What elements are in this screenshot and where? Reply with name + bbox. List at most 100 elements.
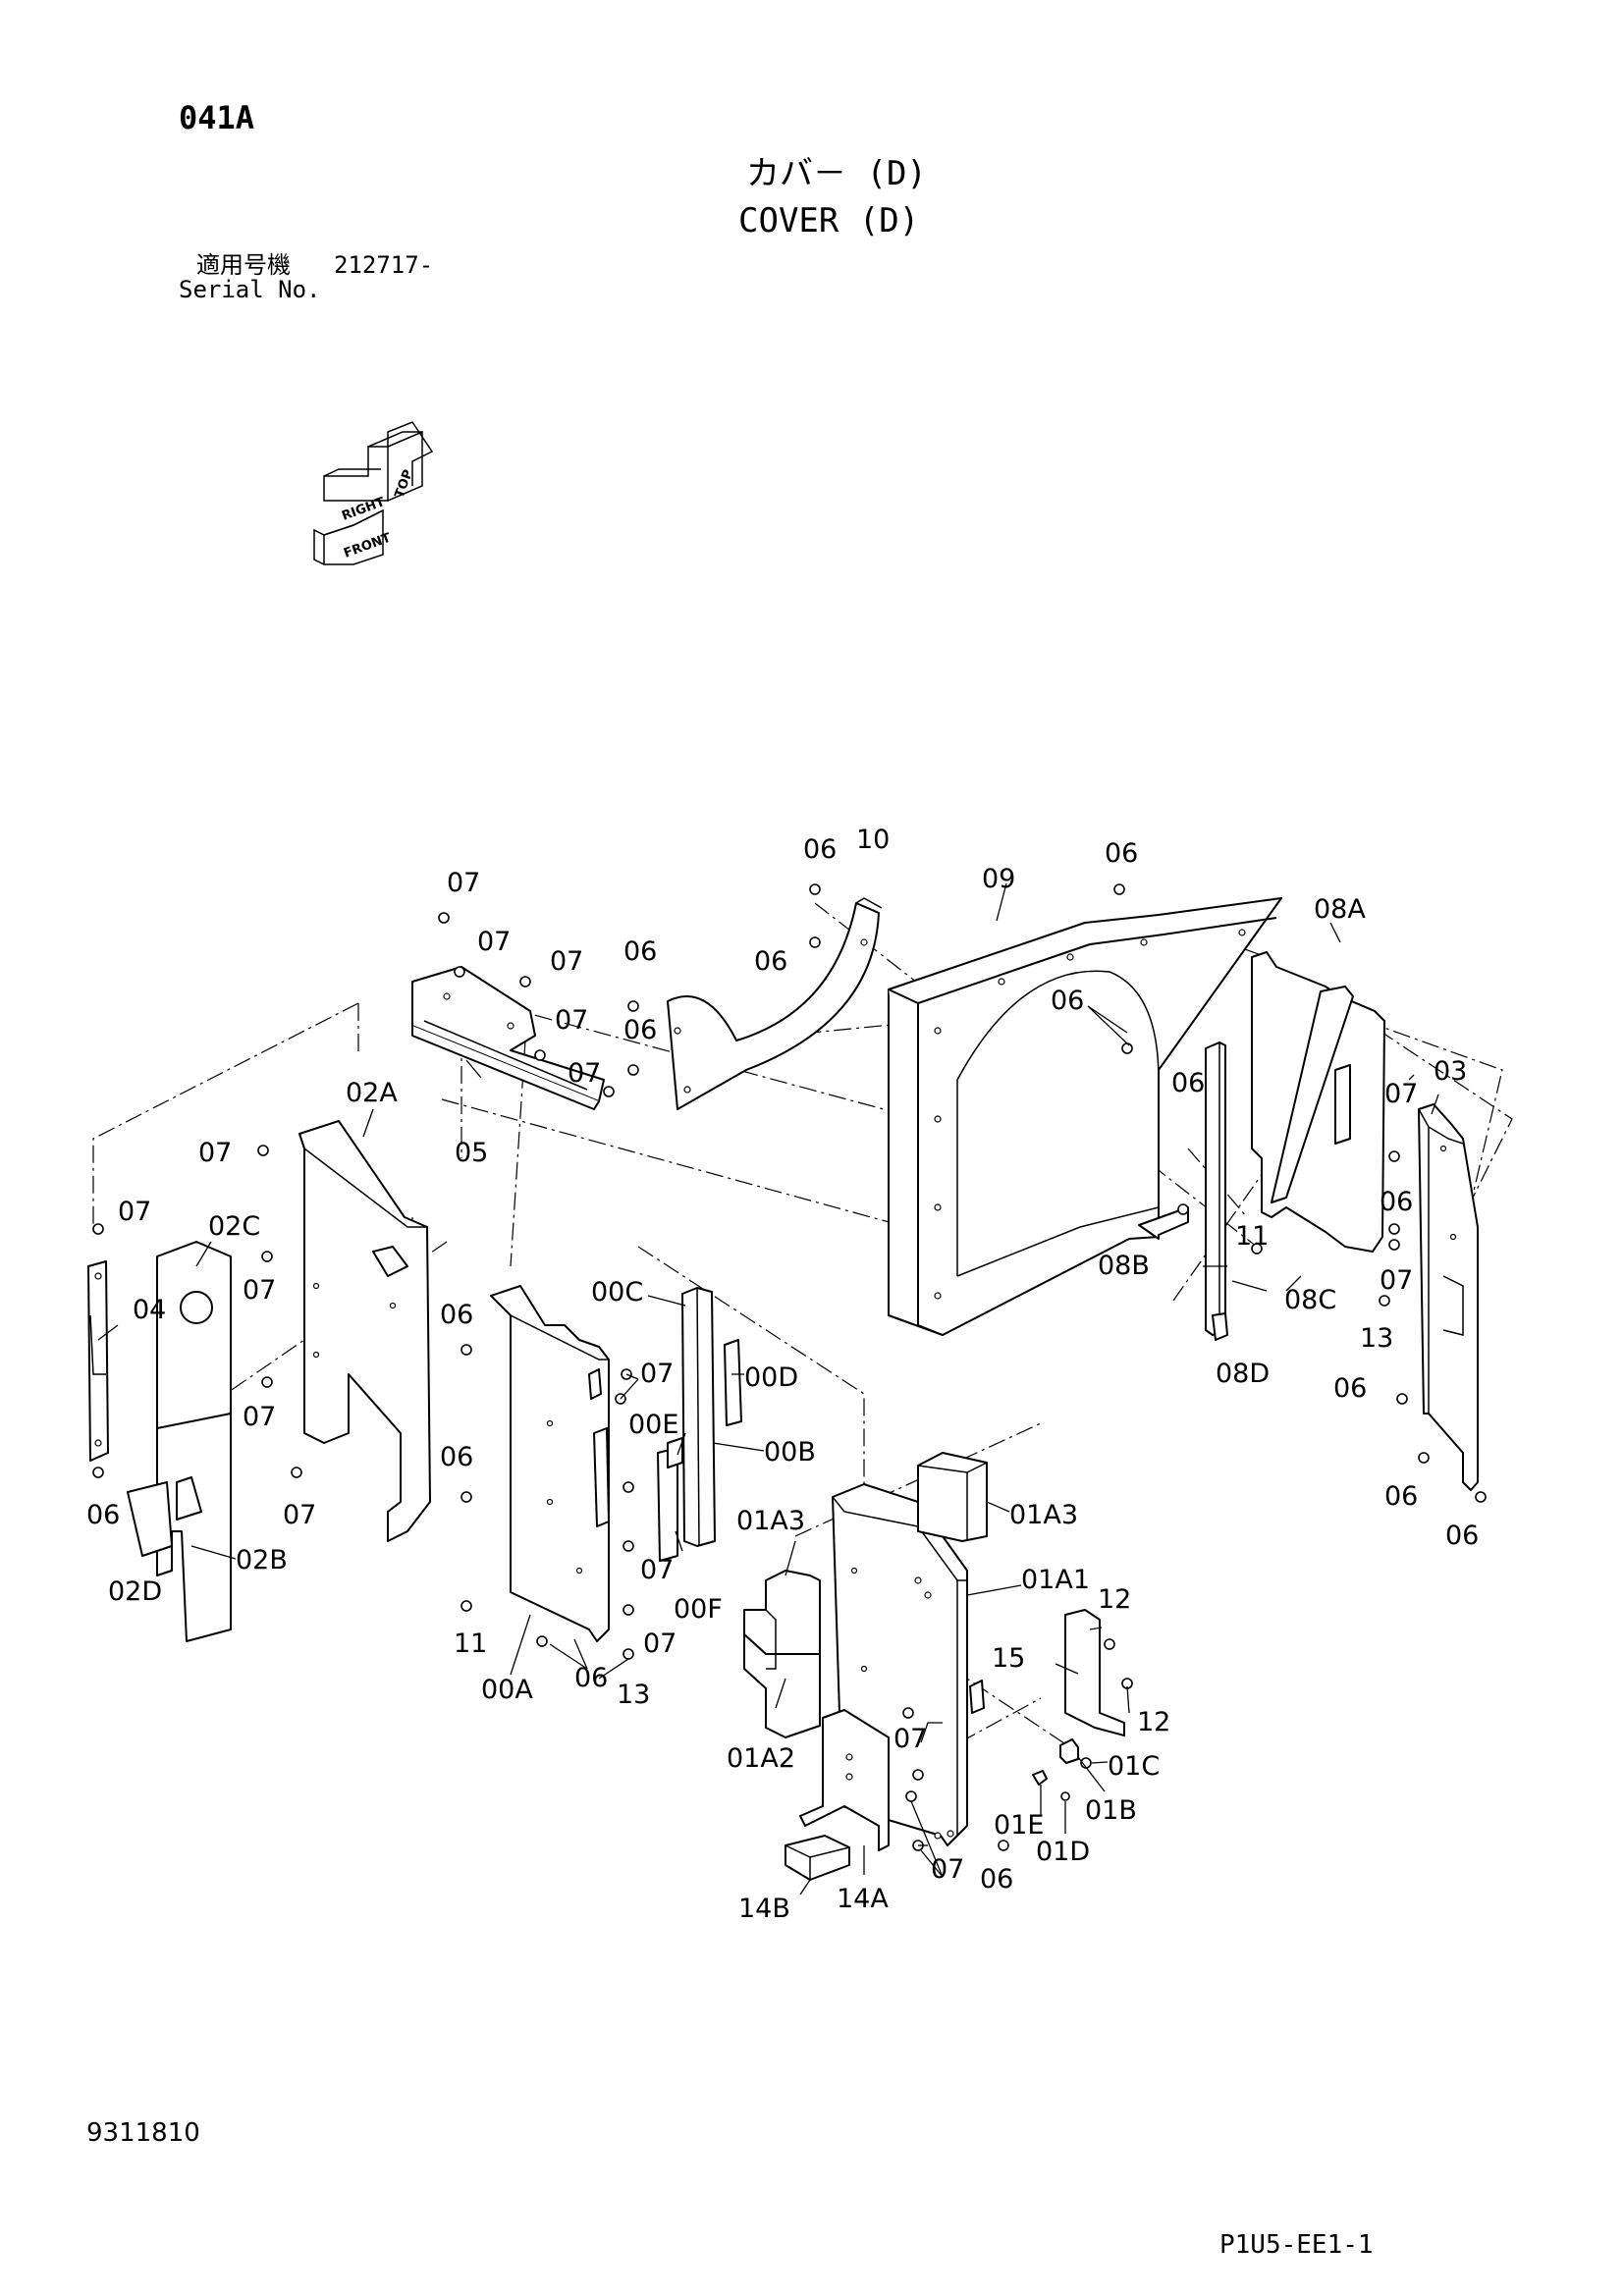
callout-10: 10: [856, 825, 890, 855]
callout-11: 11: [1235, 1221, 1269, 1252]
callout-13: 13: [617, 1680, 650, 1710]
callout-08c: 08C: [1284, 1285, 1336, 1315]
part-01a3-rear-pad: [917, 1452, 988, 1542]
bolt-icon: [1251, 1243, 1263, 1255]
callout-06: 06: [1445, 1521, 1479, 1551]
callout-13: 13: [1360, 1323, 1393, 1354]
document-number: 9311810: [86, 2118, 200, 2148]
callout-07: 07: [550, 946, 583, 977]
orientation-compass-icon: RIGHT FRONT TOP: [313, 421, 434, 565]
callout-12: 12: [1098, 1584, 1131, 1615]
callout-00e: 00E: [628, 1410, 678, 1440]
part-15-bracket: [1064, 1609, 1125, 1736]
part-01b-01e-clips: [1032, 1738, 1079, 1786]
callout-06: 06: [1105, 838, 1138, 869]
callout-14a: 14A: [837, 1884, 889, 1914]
callout-07: 07: [447, 868, 480, 898]
callout-07: 07: [283, 1500, 316, 1530]
callout-05: 05: [455, 1138, 488, 1168]
callout-07: 07: [931, 1854, 964, 1885]
callout-06: 06: [623, 1015, 657, 1045]
serial-label-english: Serial No.: [179, 276, 321, 303]
callout-02b: 02B: [236, 1545, 288, 1575]
part-00-seal-strips: [657, 1287, 742, 1562]
serial-number-value: 212717-: [334, 251, 434, 279]
callout-00f: 00F: [674, 1594, 723, 1625]
part-08a-right-bracket: [1251, 951, 1385, 1253]
bolt-icon: [627, 1064, 639, 1076]
callout-07: 07: [1380, 1265, 1413, 1296]
part-14a-bracket: [799, 1709, 890, 1851]
callout-07: 07: [477, 927, 511, 957]
orientation-front-label: FRONT: [342, 531, 393, 561]
bolt-icon: [1060, 1791, 1070, 1801]
callout-01a3: 01A3: [736, 1506, 805, 1536]
part-08d-vertical-channel: [1205, 1041, 1228, 1341]
callout-07: 07: [1384, 1079, 1418, 1109]
callout-01c: 01C: [1108, 1751, 1160, 1782]
callout-06: 06: [86, 1500, 120, 1530]
bolt-icon: [1121, 1042, 1133, 1054]
bolt-icon: [905, 1790, 917, 1802]
callout-02c: 02C: [208, 1211, 260, 1242]
part-09-shroud-panel: [888, 897, 1282, 1336]
title-japanese: カバ－ (D): [746, 154, 927, 193]
part-02c-02b-insulation-pads: [127, 1241, 232, 1642]
bolt-icon: [460, 1491, 472, 1503]
callout-00a: 00A: [481, 1675, 533, 1705]
part-00a-center-panel: [490, 1285, 610, 1642]
bolt-icon: [998, 1840, 1009, 1851]
callout-06: 06: [574, 1663, 608, 1693]
bolt-icon: [603, 1086, 615, 1097]
callout-00d: 00D: [744, 1362, 798, 1393]
part-04-hinge-strip: [87, 1260, 109, 1462]
part-10-shroud-ring: [667, 897, 883, 1110]
bolt-icon: [623, 1481, 634, 1493]
callout-07: 07: [555, 1005, 588, 1036]
bolt-icon: [291, 1467, 302, 1478]
bolt-icon: [438, 912, 450, 924]
callout-06: 06: [1384, 1481, 1418, 1512]
part-03-right-side-panel: [1418, 1103, 1479, 1491]
callout-09: 09: [982, 864, 1015, 894]
callout-06: 06: [1333, 1373, 1367, 1404]
callout-06: 06: [440, 1300, 473, 1330]
callout-06: 06: [1380, 1187, 1413, 1217]
bolt-icon: [809, 936, 821, 948]
callout-01a3: 01A3: [1009, 1500, 1078, 1530]
bolt-icon: [92, 1467, 104, 1478]
callout-14b: 14B: [738, 1894, 790, 1924]
callout-07: 07: [568, 1058, 601, 1089]
callout-06: 06: [623, 936, 657, 967]
callout-12: 12: [1137, 1707, 1170, 1737]
bolt-icon: [92, 1223, 104, 1235]
bolt-icon: [1418, 1452, 1430, 1464]
bolt-icon: [623, 1648, 634, 1660]
part-01a2-front-pad: [743, 1570, 821, 1738]
bolt-icon: [809, 883, 821, 895]
bolt-icon: [261, 1376, 273, 1388]
callout-07: 07: [893, 1724, 927, 1754]
callout-00c: 00C: [591, 1277, 643, 1308]
callout-04: 04: [133, 1295, 166, 1325]
callout-07: 07: [198, 1138, 232, 1168]
callout-08a: 08A: [1314, 894, 1366, 925]
bolt-icon: [912, 1769, 924, 1781]
bolt-icon: [534, 1049, 546, 1061]
bolt-icon: [623, 1540, 634, 1552]
callout-06: 06: [440, 1442, 473, 1472]
bolt-icon: [1475, 1491, 1487, 1503]
callout-07: 07: [243, 1402, 276, 1432]
callout-06: 06: [980, 1864, 1013, 1895]
callout-08b: 08B: [1098, 1251, 1150, 1281]
sheet-code: P1U5-EE1-1: [1219, 2230, 1374, 2260]
part-02a-side-bracket: [298, 1120, 431, 1542]
bolt-icon: [902, 1707, 914, 1719]
bolt-icon: [519, 976, 531, 988]
callout-06: 06: [803, 834, 837, 865]
bolt-icon: [460, 1600, 472, 1612]
callout-01a2: 01A2: [727, 1743, 795, 1774]
callout-00b: 00B: [764, 1437, 816, 1468]
bolt-icon: [1379, 1295, 1390, 1307]
